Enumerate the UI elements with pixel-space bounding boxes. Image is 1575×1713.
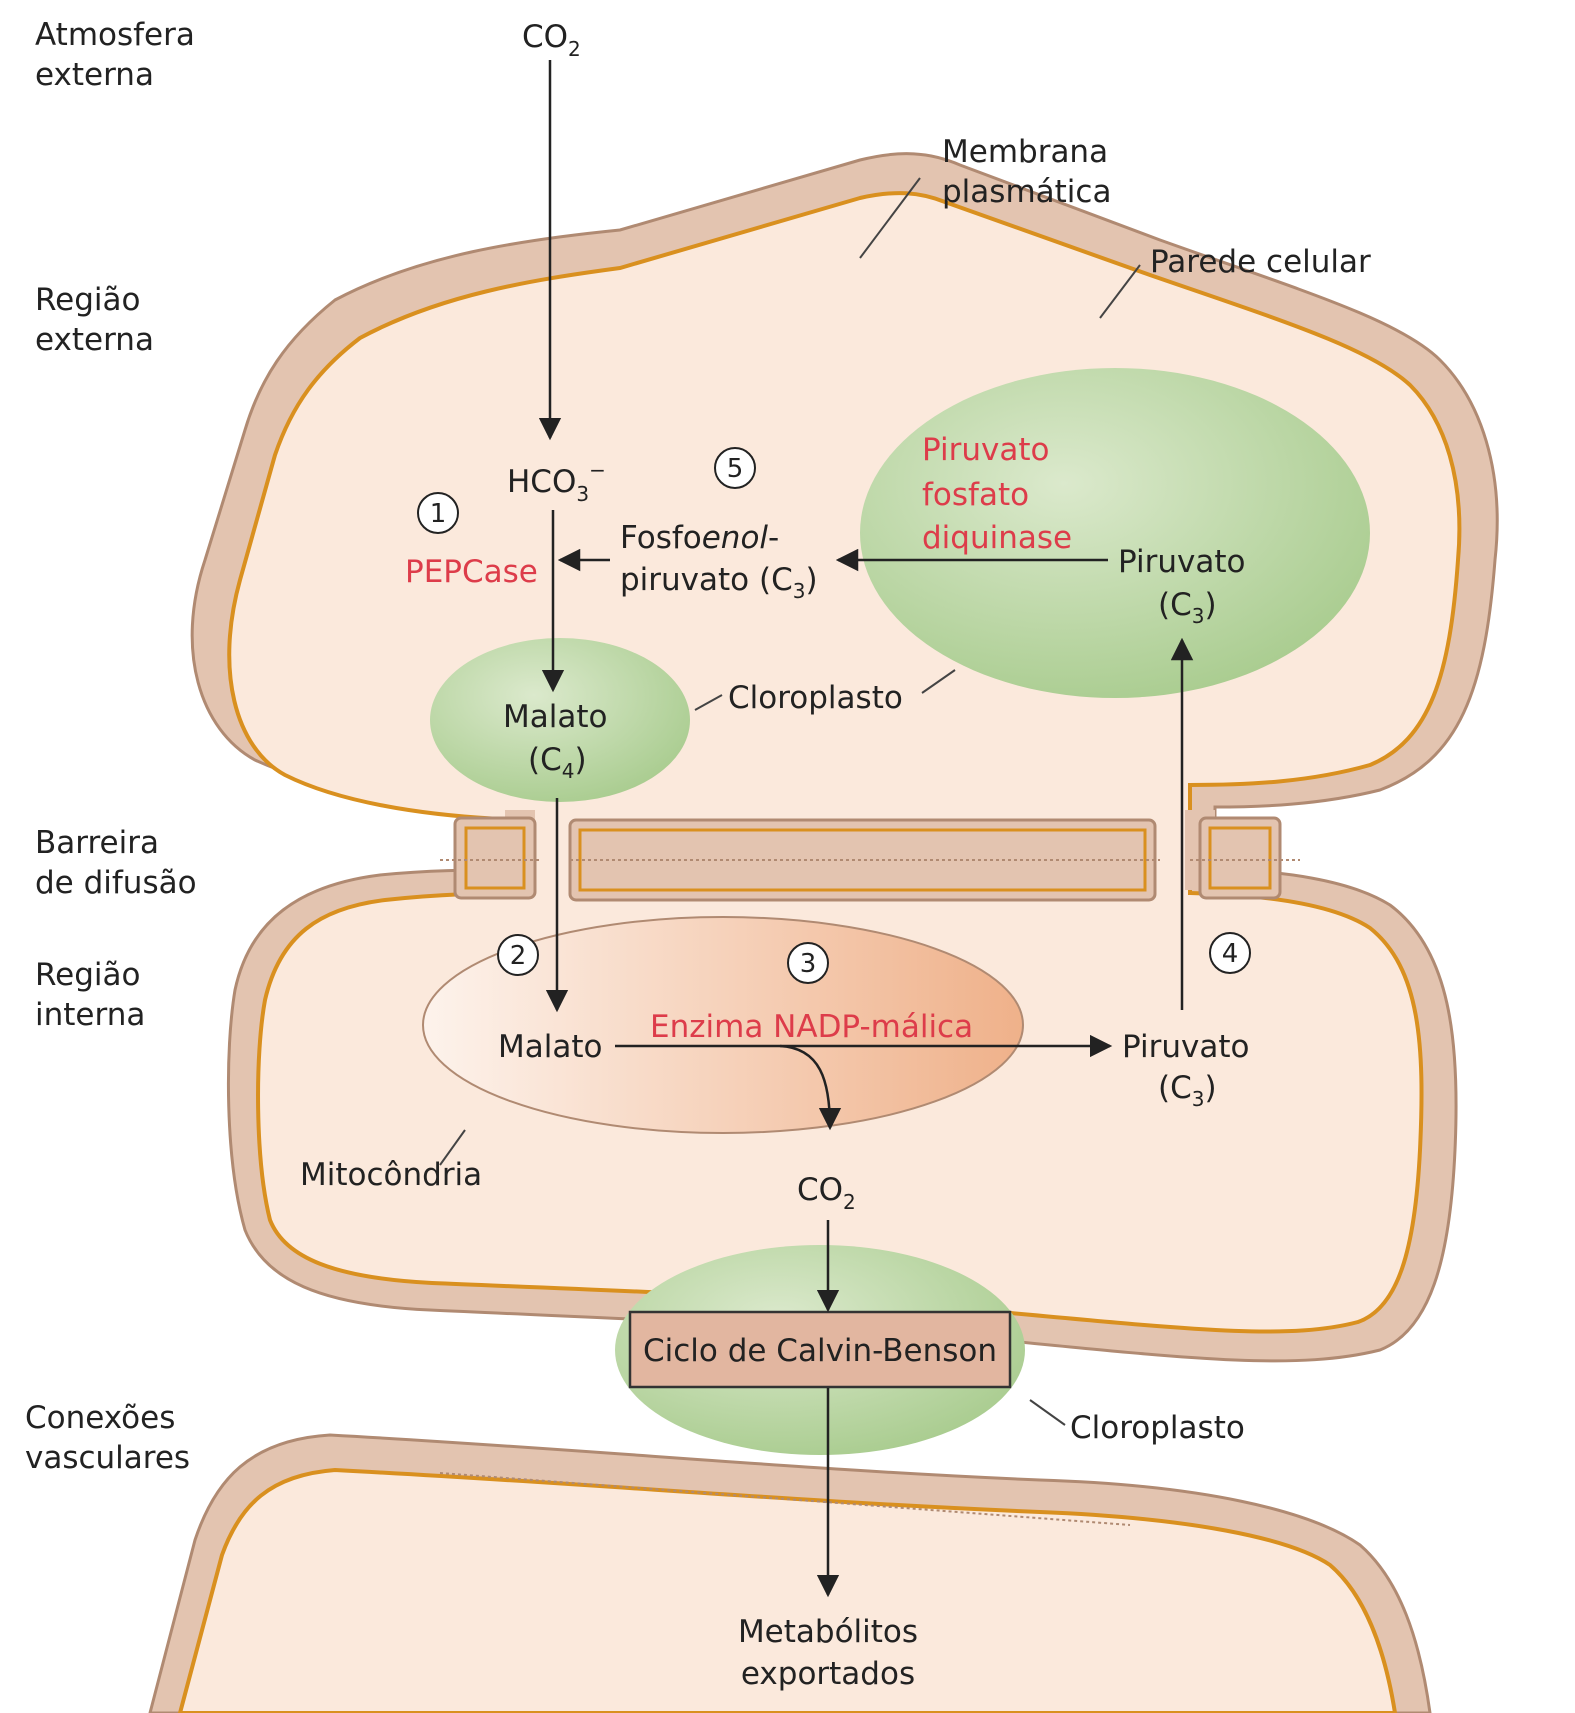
label-pyruvate-top-carbon: (C3) bbox=[1158, 587, 1217, 628]
step-5: 5 bbox=[715, 448, 755, 488]
svg-text:5: 5 bbox=[727, 454, 744, 484]
label-membrane-line1: Membrana bbox=[942, 134, 1108, 170]
label-nadp-malic-enzyme: Enzima NADP-málica bbox=[650, 1009, 973, 1045]
label-pyruvate-bottom-carbon: (C3) bbox=[1158, 1070, 1217, 1111]
label-vascular-line2: vasculares bbox=[25, 1440, 190, 1476]
label-barrier-line1: Barreira bbox=[35, 825, 159, 861]
label-mitochondria: Mitocôndria bbox=[300, 1157, 482, 1193]
label-co2-top: CO2 bbox=[522, 19, 581, 61]
step-2: 2 bbox=[498, 935, 538, 975]
svg-text:4: 4 bbox=[1222, 939, 1239, 969]
label-chloroplast-bottom: Cloroplasto bbox=[1070, 1410, 1245, 1446]
label-outer-region-line1: Região bbox=[35, 282, 140, 318]
step-4: 4 bbox=[1210, 933, 1250, 973]
step-1: 1 bbox=[418, 493, 458, 533]
label-ppdk-line1: Piruvato bbox=[922, 432, 1049, 468]
svg-text:1: 1 bbox=[430, 499, 447, 529]
label-atmosphere-line2: externa bbox=[35, 57, 154, 93]
label-inner-region-line2: interna bbox=[35, 997, 145, 1033]
label-barrier-line2: de difusão bbox=[35, 865, 197, 901]
label-vascular-line1: Conexões bbox=[25, 1400, 175, 1436]
label-pyruvate-bottom: Piruvato bbox=[1122, 1029, 1249, 1065]
label-membrane-line2: plasmática bbox=[942, 174, 1111, 210]
svg-text:3: 3 bbox=[800, 949, 817, 979]
label-chloroplast-small: Cloroplasto bbox=[728, 680, 903, 716]
label-cell-wall: Parede celular bbox=[1150, 244, 1371, 280]
step-3: 3 bbox=[788, 943, 828, 983]
label-exported-line1: Metabólitos bbox=[738, 1614, 918, 1650]
label-malate-bottom: Malato bbox=[498, 1029, 602, 1065]
label-pep-line1: Fosfoenol- bbox=[620, 520, 779, 556]
label-outer-region-line2: externa bbox=[35, 322, 154, 358]
barrier-block-middle bbox=[570, 820, 1155, 900]
label-malate-top: Malato bbox=[503, 699, 607, 735]
label-ppdk-line3: diquinase bbox=[922, 520, 1072, 556]
label-ppdk-line2: fosfato bbox=[922, 477, 1029, 513]
label-atmosphere-line1: Atmosfera bbox=[35, 17, 195, 53]
region-labels: Atmosfera externa Região externa Barreir… bbox=[25, 17, 197, 1476]
label-malate-top-carbon: (C4) bbox=[528, 742, 587, 783]
label-pep-line2: piruvato (C3) bbox=[620, 562, 818, 603]
label-pepcase: PEPCase bbox=[405, 554, 538, 590]
label-pyruvate-top: Piruvato bbox=[1118, 544, 1245, 580]
svg-text:2: 2 bbox=[510, 941, 527, 971]
label-exported-line2: exportados bbox=[741, 1656, 915, 1692]
label-inner-region-line1: Região bbox=[35, 957, 140, 993]
label-calvin-cycle: Ciclo de Calvin-Benson bbox=[643, 1333, 997, 1369]
barrier-block-right bbox=[1200, 818, 1280, 898]
